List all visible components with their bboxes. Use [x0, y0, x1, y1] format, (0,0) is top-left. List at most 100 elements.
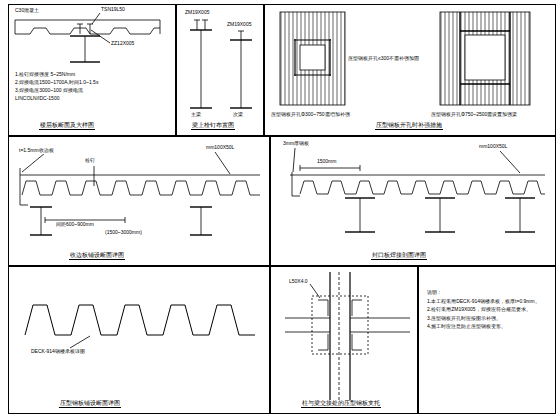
drawing-stroke: [318, 300, 328, 316]
panel-title: 楼层板断面及大样图: [39, 122, 95, 130]
drawing-stroke: [293, 148, 295, 172]
drawing-stroke: [77, 24, 83, 25]
drawing-stroke: [215, 152, 230, 174]
drawing-stroke: [285, 318, 330, 319]
annotation-label: mm100X50L: [205, 145, 235, 151]
drawing-stroke: [425, 231, 455, 232]
annotation-label: ZM19X005: [184, 10, 210, 16]
detail-panel: 楼层板断面及大样图: [8, 4, 176, 136]
drawing-stroke: [459, 12, 460, 105]
drawing-stroke: [300, 168, 360, 169]
annotation-label: TSN19L50: [100, 7, 126, 13]
annotation-label: LINCOLN/IDC-1500: [14, 96, 60, 102]
drawing-stroke: [329, 272, 330, 405]
drawing-stroke: [230, 107, 252, 108]
annotation-label: 3.焊接电压3000~100 焊接电流: [14, 88, 84, 94]
drawing-stroke: [22, 153, 45, 172]
deck-profile: [25, 305, 255, 348]
drawing-stroke: [310, 284, 320, 298]
drawing-stroke: [300, 45, 325, 70]
drawing-stroke: [201, 207, 202, 235]
drawing-stroke: [440, 12, 530, 105]
drawing-stroke: [202, 20, 208, 21]
drawing-stroke: [300, 165, 301, 171]
drawing-stroke: [339, 272, 340, 405]
annotation-label: 1500mm: [316, 159, 337, 165]
panel-title: 压型钢板铺设断面详图: [59, 400, 121, 408]
drawing-stroke: [190, 107, 212, 108]
annotation-label: (1500~3000mm): [104, 230, 143, 236]
drawing-stroke: [352, 300, 362, 316]
note-text: 2.栓钉采用ZM19X005，焊接应符合规范要求。: [427, 306, 549, 313]
drawing-stroke: [280, 12, 345, 105]
annotation-label: 2.焊接电流1500~1700A,时间1.0~1.5s: [14, 80, 99, 86]
drawing-stroke: [329, 39, 330, 76]
drawing-stroke: [94, 166, 95, 186]
panel-title: 压型钢板开孔时补强措施: [375, 122, 443, 130]
drawing-stroke: [294, 39, 295, 76]
drawing-stroke: [440, 198, 441, 232]
drawing-stroke: [520, 198, 521, 232]
detail-panel: 柱与梁交接处的压型钢板支托: [270, 266, 418, 414]
deck-opening-plans: [280, 12, 530, 105]
annotation-label: 间距600~900mm: [55, 222, 95, 228]
drawing-stroke: [460, 83, 510, 84]
annotation-label: ZM19X005: [226, 22, 252, 28]
drawing-stroke: [197, 20, 198, 30]
drawing-stroke: [465, 35, 505, 80]
detail-panel: 封口板焊接剖面详图: [270, 136, 556, 266]
annotation-label: 3mm厚钢板: [282, 141, 310, 147]
drawing-stroke: [45, 217, 46, 223]
drawing-stroke: [20, 175, 260, 176]
drawing-stroke: [85, 36, 86, 62]
drawing-stroke: [15, 28, 160, 34]
drawing-stroke: [20, 168, 28, 205]
edge-trim-section: [20, 152, 260, 235]
panel-title: 封口板焊接剖面详图: [371, 252, 427, 260]
drawing-stroke: [15, 20, 160, 21]
panel-title: 柱与梁交接处的压型钢板支托: [301, 400, 381, 408]
slab-section: [15, 13, 160, 62]
drawing-stroke: [509, 12, 510, 105]
drawing-stroke: [41, 207, 42, 235]
annotation-label: 次梁: [232, 112, 244, 118]
annotation-label: 栓钉: [84, 158, 96, 164]
drawing-stroke: [290, 175, 545, 176]
drawing-stroke: [91, 30, 110, 43]
annotation-label: 1.栓钉焊接强度 5~25N/mm: [14, 72, 76, 78]
panel-title: 收边板铺设断面详图: [69, 252, 125, 260]
note-text: 1.本工程采用DECK-914钢楼承板，板厚t=0.9mm。: [427, 298, 549, 305]
drawing-stroke: [205, 20, 206, 30]
drawing-stroke: [505, 231, 535, 232]
annotation-label: ZZ12X005: [110, 41, 135, 47]
annotation-label: 主梁: [190, 112, 202, 118]
drawing-stroke: [294, 74, 331, 75]
drawing-stroke: [15, 20, 16, 34]
drawing-stroke: [160, 20, 161, 34]
drawing-stroke: [350, 332, 410, 333]
drawing-stroke: [194, 20, 200, 21]
drawing-stroke: [460, 30, 510, 31]
drawing-stroke: [294, 39, 331, 40]
drawing-stroke: [22, 181, 260, 195]
drawing-stroke: [25, 305, 255, 335]
drawing-stroke: [80, 24, 81, 34]
panel-title: 梁上栓钉布置图: [191, 122, 235, 130]
drawing-stroke: [238, 31, 244, 32]
drawing-stroke: [201, 30, 202, 108]
drawing-stroke: [318, 334, 328, 350]
drawing-stroke: [349, 272, 350, 405]
annotation-label: 压型钢板开孔Φ750~2500需设置加强梁: [430, 112, 518, 118]
drawing-stroke: [241, 31, 242, 40]
drawing-stroke: [90, 24, 91, 34]
drawing-stroke: [312, 296, 368, 354]
annotation-label: C30混凝土: [14, 8, 40, 14]
annotation-label: mm100X50L: [478, 144, 508, 150]
drawing-stroke: [45, 220, 125, 221]
drawing-stroke: [30, 234, 52, 235]
drawing-stroke: [92, 13, 100, 24]
column-beam-support: [285, 272, 410, 405]
drawing-stroke: [352, 334, 362, 350]
drawing-stroke: [190, 234, 212, 235]
annotation-label: t=1.5mm收边板: [18, 148, 55, 154]
